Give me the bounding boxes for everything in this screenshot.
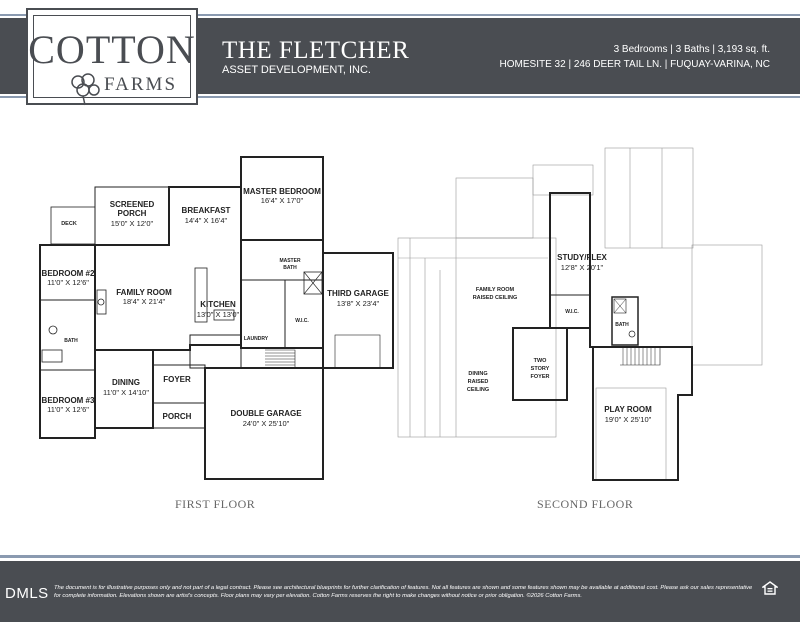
third-garage-dims: 13'8" X 23'4": [337, 299, 380, 308]
breakfast-label: BREAKFAST: [182, 206, 231, 215]
deck-label: DECK: [61, 221, 77, 227]
upper-wic-label: W.I.C.: [565, 309, 579, 315]
dining-dims: 11'0" X 14'10": [103, 388, 149, 397]
logo-cotton-text: COTTON: [28, 27, 196, 72]
two-story-foyer-label: TWO: [534, 358, 548, 364]
dmls-logo: DMLS: [5, 585, 49, 602]
cotton-boll-icon: [71, 73, 100, 106]
family-room-raised-label: FAMILY ROOM: [476, 287, 515, 293]
family-room-dims: 18'4" X 21'4": [123, 297, 166, 306]
bath-label: BATH: [64, 338, 78, 344]
play-room-label: PLAY ROOM: [604, 405, 652, 414]
home-specs: 3 Bedrooms | 3 Baths | 3,193 sq. ft.: [613, 44, 770, 55]
equal-housing-icon: [762, 581, 778, 595]
first-floor-label: FIRST FLOOR: [175, 497, 256, 511]
play-room-outline: [589, 240, 693, 481]
master-bath-label: MASTER: [279, 258, 301, 264]
footer-band: [0, 561, 800, 622]
study-flex-dims: 12'8" X 20'1": [561, 263, 604, 272]
master-bedroom-dims: 16'4" X 17'0": [261, 196, 304, 205]
homesite-address: HOMESITE 32 | 246 DEER TAIL LN. | FUQUAY…: [499, 59, 770, 70]
dining-raised-label: DINING: [468, 371, 487, 377]
laundry-label: LAUNDRY: [244, 336, 269, 342]
laundry-outline: [189, 334, 242, 369]
play-room-dims: 19'0" X 25'10": [605, 415, 652, 424]
second-floor-roofline: [397, 147, 763, 481]
page-title: THE FLETCHER: [222, 37, 410, 64]
two-story-foyer-outline: [512, 327, 568, 401]
cotton-farms-logo: COTTON FARMS: [26, 8, 198, 106]
logo-farms-text: FARMS: [104, 74, 178, 95]
family-room-raised-label-2: RAISED CEILING: [473, 295, 518, 301]
family-room-label: FAMILY ROOM: [116, 288, 172, 297]
screened-porch-label: SCREENED: [110, 200, 155, 209]
dining-label: DINING: [112, 378, 140, 387]
bedroom3-dims: 11'0" X 12'6": [47, 405, 89, 414]
porch-label: PORCH: [163, 412, 192, 421]
logo-frame: [33, 15, 191, 98]
legal-disclaimer: The document is for illustrative purpose…: [54, 585, 753, 599]
west-bedrooms-outline: [39, 244, 96, 439]
third-garage-label: THIRD GARAGE: [327, 289, 389, 298]
second-floor-label: SECOND FLOOR: [537, 497, 634, 511]
footer-top-rule: [0, 555, 800, 558]
bedroom2-label: BEDROOM #2: [42, 269, 95, 278]
developer-name: ASSET DEVELOPMENT, INC.: [222, 64, 371, 76]
double-garage-outline: [204, 367, 324, 480]
screened-porch-dims: 15'0" X 12'0": [111, 219, 154, 228]
second-floor-labels: STUDY/FLEX 12'8" X 20'1" FAMILY ROOM RAI…: [467, 253, 652, 424]
screened-porch-label-2: PORCH: [118, 209, 147, 218]
master-wic-label: W.I.C.: [295, 318, 309, 324]
bedroom2-dims: 11'0" X 12'6": [47, 278, 89, 287]
upper-bath-label: BATH: [615, 322, 629, 328]
kitchen-label: KITCHEN: [200, 300, 236, 309]
second-floor-plan: [512, 192, 693, 481]
header-bottom-rule: [0, 96, 800, 98]
foyer-outline: [152, 364, 206, 404]
first-floor-plan: [39, 156, 394, 480]
breakfast-dims: 14'4" X 16'4": [185, 216, 228, 225]
bedroom3-label: BEDROOM #3: [42, 396, 95, 405]
two-story-foyer-label-3: FOYER: [531, 374, 550, 380]
third-garage-outline: [322, 252, 394, 369]
study-flex-label: STUDY/FLEX: [557, 253, 607, 262]
first-floor-labels: DECK SCREENED PORCH 15'0" X 12'0" BREAKF…: [42, 187, 390, 428]
header-top-rule: [0, 14, 800, 16]
double-garage-label: DOUBLE GARAGE: [230, 409, 302, 418]
two-story-foyer-label-2: STORY: [531, 366, 550, 372]
master-bedroom-label: MASTER BEDROOM: [243, 187, 321, 196]
double-garage-dims: 24'0" X 25'10": [243, 419, 290, 428]
master-bath-label-2: BATH: [283, 265, 297, 271]
kitchen-dims: 13'0" X 13'0": [197, 310, 240, 319]
dining-raised-label-2: RAISED: [468, 379, 489, 385]
upper-bath-outline: [611, 296, 639, 346]
dining-raised-label-3: CEILING: [467, 387, 489, 393]
foyer-label: FOYER: [163, 375, 191, 384]
